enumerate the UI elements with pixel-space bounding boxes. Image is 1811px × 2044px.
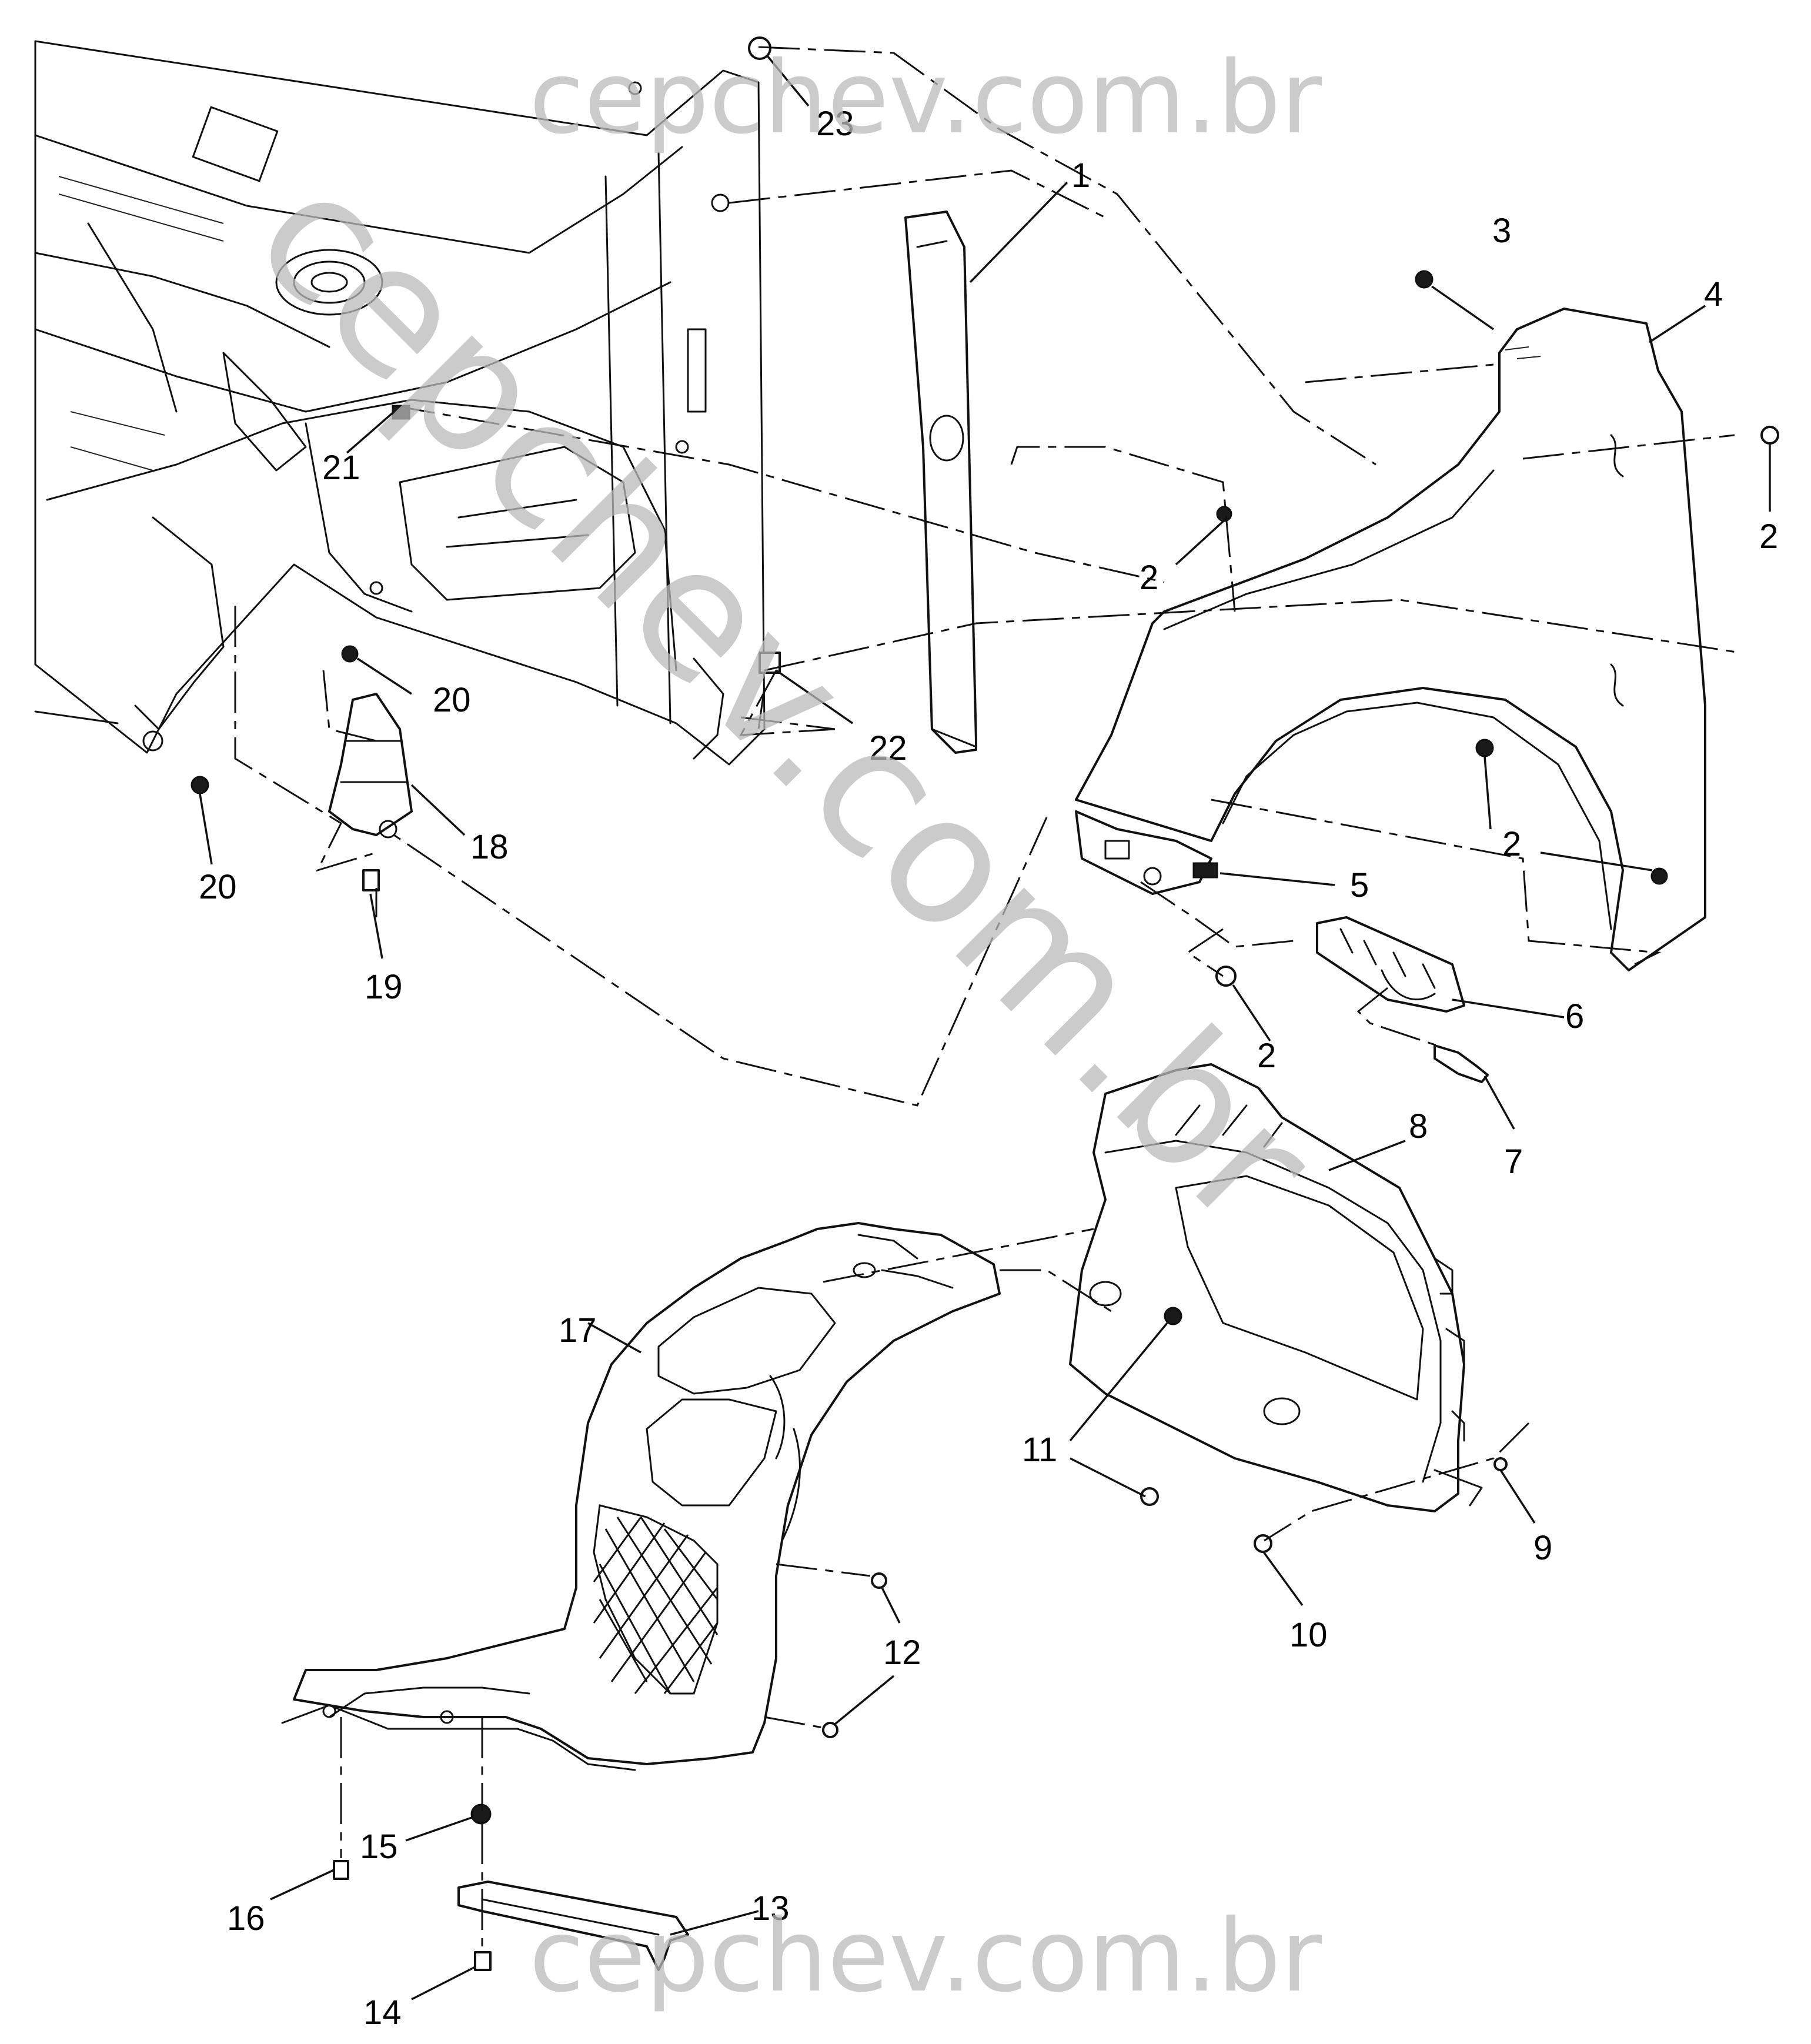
fastener-12-icon [822, 1722, 838, 1738]
callout-14: 14 [363, 1993, 402, 2032]
fastener-21-icon [392, 405, 410, 420]
callout-22: 22 [869, 729, 907, 767]
callout-19: 19 [365, 968, 403, 1006]
fastener-11-icon [1140, 1487, 1159, 1506]
callout-2-wheel: 2 [1502, 825, 1521, 863]
callout-18: 18 [470, 828, 509, 866]
fastener-2-icon [1475, 739, 1494, 757]
callout-20-upper: 20 [433, 681, 471, 719]
callout-7: 7 [1504, 1143, 1523, 1181]
callout-2-lower: 2 [1257, 1037, 1276, 1075]
fastener-7-icon [1434, 1044, 1489, 1083]
fastener-12-icon [871, 1572, 887, 1589]
part-17-front-wheelhouse-liner [281, 1222, 1001, 1771]
part-5-clip [1192, 862, 1218, 879]
watermark-bottom: cepchev.com.br [529, 1898, 1322, 2015]
callout-20-lower: 20 [199, 868, 237, 906]
fastener-16-icon [333, 1860, 349, 1880]
callout-12: 12 [883, 1634, 921, 1672]
callout-15: 15 [360, 1828, 398, 1866]
fastener-15-icon [470, 1803, 492, 1825]
fastener-11-icon [1164, 1307, 1182, 1325]
callout-5: 5 [1350, 866, 1369, 904]
part-6-bracket [1316, 916, 1465, 1013]
phantom-lines [234, 46, 1741, 1952]
watermarks: cepchev.com.br cepchev.com.br cepchev.co… [218, 40, 1353, 2015]
callout-4: 4 [1704, 275, 1723, 313]
part-4-fender [1075, 308, 1706, 971]
part-1-seal-strip [904, 211, 977, 754]
callout-labels: 23 1 3 4 2 2 2 2 5 6 7 8 9 10 11 12 13 1… [199, 105, 1778, 2032]
callout-2-upper: 2 [1140, 559, 1158, 597]
fastener-2-icon [1215, 966, 1237, 987]
vehicle-body-structure [34, 40, 766, 766]
callout-6: 6 [1565, 997, 1584, 1036]
callout-10: 10 [1289, 1616, 1328, 1654]
part-13-lower-bracket [457, 1881, 689, 1971]
fastener-19-icon [362, 869, 380, 891]
watermark-top: cepchev.com.br [529, 40, 1322, 156]
part-8-rear-wheelhouse-liner [1069, 1063, 1483, 1512]
fastener-9-icon [1493, 1457, 1508, 1471]
callout-1: 1 [1071, 156, 1090, 195]
callout-16: 16 [227, 1899, 265, 1938]
callout-13: 13 [751, 1889, 790, 1928]
leader-lines [199, 55, 1771, 2000]
part-18-bracket [328, 693, 413, 839]
callout-21: 21 [322, 449, 360, 487]
fastener-2-icon [1650, 867, 1668, 885]
fastener-2-icon [1216, 506, 1232, 522]
callout-8: 8 [1409, 1107, 1428, 1145]
callout-11: 11 [1022, 1431, 1057, 1469]
fastener-20-icon [341, 645, 359, 663]
callout-9: 9 [1533, 1529, 1552, 1567]
callout-17: 17 [559, 1311, 597, 1350]
callout-2-right: 2 [1759, 517, 1778, 556]
callout-23: 23 [816, 105, 854, 143]
fastener-14-icon [474, 1951, 492, 1971]
fastener-20-icon [191, 776, 209, 794]
callout-3: 3 [1492, 212, 1511, 250]
fastener-3-icon [1415, 270, 1434, 289]
fasteners [191, 36, 1779, 1971]
fastener-2-icon [1760, 426, 1779, 445]
